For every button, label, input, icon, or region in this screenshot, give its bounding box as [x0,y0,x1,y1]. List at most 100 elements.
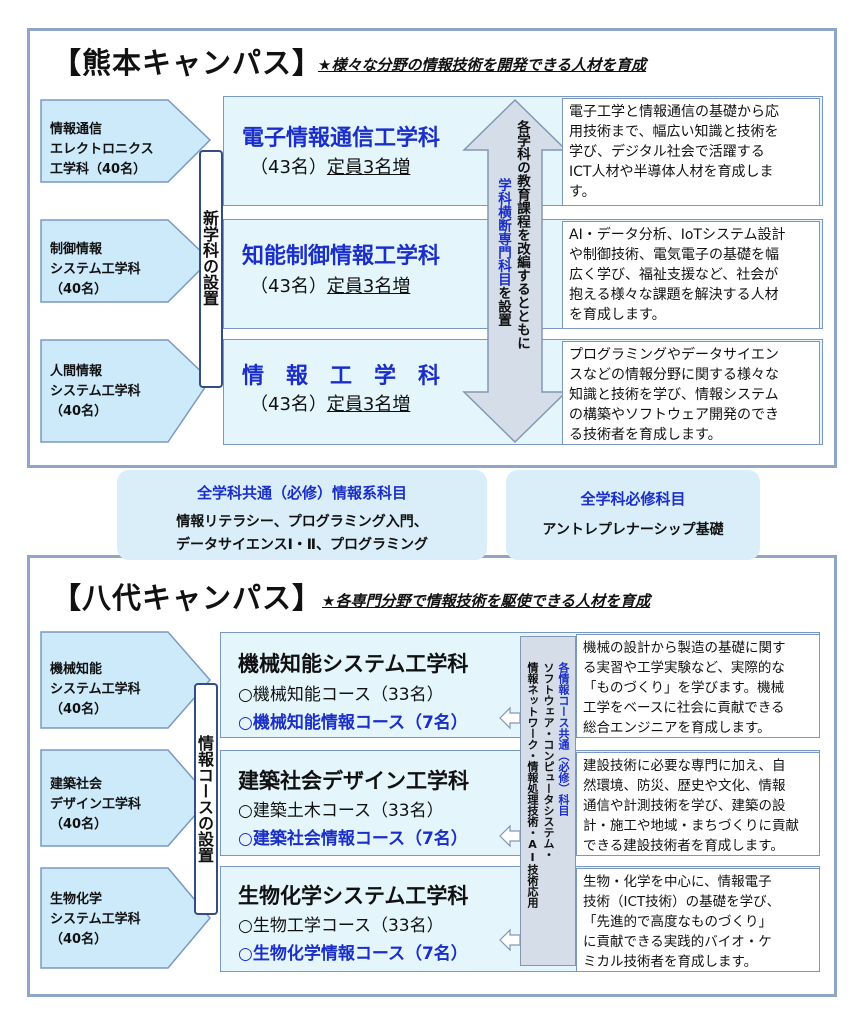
shared-course-subjects: ソフトウェア・コンピュータシステム・ [542,662,555,860]
former-dept-arrow [40,99,212,183]
desc-line: 電子工学と情報通信の基礎から応 [569,104,779,120]
shared-course-title: 各情報コース共通（必修）科目 [557,662,570,816]
desc-line: 広く学び、福祉支援など、社会が [569,267,779,283]
dept-capacity: （43名）定員3名増 [250,272,410,298]
dept-count: （43名） [250,157,327,178]
desc-line: 用技術まで、幅広い知識と技術を [569,124,779,140]
course-setup-bracket [194,683,218,915]
left-arrow-icon [499,824,521,848]
former-dept-line: （40名） [50,932,108,947]
desc-line: スなどの情報分野に関する様々な [569,367,779,383]
desc-line: や制御技術、電気電子の基礎を幅 [569,247,779,263]
desc-line: 知識と技術を学び、情報システム [569,387,779,403]
course-regular: ○建築土木コース（33名） [238,801,444,821]
desc-line: 建設技術に必要な専門に加え、自 [583,758,786,774]
former-dept-label: 建築社会 デザイン工学科 （40名） [50,775,141,835]
dept-name: 建築社会デザイン工学科 [238,769,469,793]
former-dept-arrow [40,339,211,443]
yatsushiro-campus-title: 【八代キャンパス】 [52,581,323,615]
course-info: ○生物化学情報コース（7名） [238,944,468,964]
desc-line: 「先進的で高度なものづくり」 [583,914,772,930]
new-dept-bracket [199,150,223,388]
former-dept-line: 人間情報 [50,364,103,379]
desc-line: 総合エンジニアを育成します。 [583,720,771,736]
new-dept-label: 新学科の設置 [200,210,219,306]
desc-line: 学び、デジタル社会で活躍する [569,144,765,160]
desc-line: 工学をベースに社会に貢献できる [583,700,785,716]
yatsushiro-campus-tagline: ★各専門分野で情報技術を駆使できる人材を育成 [322,592,651,610]
desc-line: 生物・化学を中心に、情報電子 [583,874,772,890]
former-dept-arrow [40,219,212,303]
former-dept-line: 生物化学 [50,892,103,907]
dept-increase: 定員3名増 [326,394,411,415]
common-info-title: 全学科共通（必修）情報系科目 [196,484,407,502]
desc-line: ICT人材や半導体人材を育成しま [569,164,774,180]
left-arrow-icon [499,706,521,730]
desc-line: 「ものづくり」を学びます。機械 [583,680,785,696]
desc-line: の構築やソフトウェア開発のでき [569,407,779,423]
former-dept-line: デザイン工学科 [50,797,142,812]
common-required-box: 全学科必修科目 アントレプレナーシップ基礎 [506,470,760,560]
former-dept-line: システム工学科 [50,262,141,277]
desc-line: AI・データ分析、IoTシステム設計 [569,227,786,243]
left-arrow-icon [499,928,521,952]
kumamoto-campus-title: 【熊本キャンパス】 [52,46,323,80]
common-info-line: データサイエンスⅠ・Ⅱ、プログラミング [175,537,428,553]
former-dept-label: 生物化学 システム工学科 （40名） [50,890,141,950]
dept-description: 生物・化学を中心に、情報電子 技術（ICT技術）の基礎を学び、 「先進的で高度な… [576,868,820,972]
dept-count: （43名） [250,276,327,297]
kumamoto-campus-tagline: ★様々な分野の情報技術を開発できる人材を育成 [318,56,647,74]
dept-name: 電子情報通信工学科 [242,126,441,151]
desc-line: 通信や計測技術を学び、建築の設 [583,798,786,814]
former-dept-line: 情報通信 [50,122,103,137]
desc-line: る実習や工学実験など、実際的な [583,660,785,676]
former-dept-line: 制御情報 [50,242,103,257]
former-dept-label: 情報通信 エレクトロニクス 工学科（40名） [50,120,154,180]
course-setup-label: 情報コースの設置 [195,735,214,863]
desc-line: 然環境、防災、歴史や文化、情報 [583,778,786,794]
former-dept-arrow [40,749,211,847]
desc-line: 機械の設計から製造の基礎に関す [583,640,786,656]
former-dept-label: 人間情報 システム工学科 （40名） [50,362,141,422]
desc-line: す。 [569,184,596,200]
reform-label-tail: を設置 [495,286,511,327]
dept-capacity: （43名）定員3名増 [250,153,410,179]
dept-name: 情 報 工 学 科 [242,364,441,389]
desc-line: できる建設技術者を育成します。 [583,838,784,854]
common-required-title: 全学科必修科目 [580,490,686,508]
dept-description: 電子工学と情報通信の基礎から応 用技術まで、幅広い知識と技術を 学び、デジタル社… [562,98,820,206]
reform-double-arrow [462,98,568,444]
course-regular: ○生物工学コース（33名） [238,916,444,936]
shared-course-column [520,636,576,966]
dept-increase: 定員3名増 [326,157,411,178]
dept-name: 生物化学システム工学科 [238,884,469,908]
desc-line: 技術（ICT技術）の基礎を学び、 [583,894,781,910]
former-dept-arrow [40,631,211,729]
dept-count: （43名） [250,394,327,415]
course-info: ○機械知能情報コース（7名） [238,713,468,733]
former-dept-line: システム工学科 [50,912,141,927]
desc-line: 計・施工や地域・まちづくりに貢献 [583,818,799,834]
former-dept-line: （40名） [50,404,108,419]
desc-line: に貢献できる実践的バイオ・ケ [583,934,772,950]
common-required-body: アントレプレナーシップ基礎 [542,522,724,538]
dept-description: 機械の設計から製造の基礎に関す る実習や工学実験など、実際的な 「ものづくり」を… [576,634,820,738]
reform-label-blue: 学科横断専門科目を設置 [494,178,512,327]
reform-label-blue-text: 学科横断専門科目 [495,178,511,286]
dept-name: 知能制御情報工学科 [242,244,441,269]
former-dept-line: 建築社会 [50,777,103,792]
former-dept-line: 工学科（40名） [50,162,147,177]
desc-line: プログラミングやデータサイエン [569,347,779,363]
former-dept-line: 機械知能 [50,662,103,677]
former-dept-line: （40名） [50,282,108,297]
former-dept-arrow [40,867,211,969]
desc-line: を育成します。 [569,307,666,323]
reform-label-black: 各学科の教育課程を改編するとともに [514,120,530,350]
course-info: ○建築社会情報コース（7名） [238,829,468,849]
dept-name: 機械知能システム工学科 [238,652,469,676]
yatsushiro-former-arrows [40,631,211,969]
desc-line: る技術者を育成します。 [569,427,722,443]
dept-description: 建設技術に必要な専門に加え、自 然環境、防災、歴史や文化、情報 通信や計測技術を… [576,752,820,856]
former-dept-line: エレクトロニクス [50,142,154,157]
dept-capacity: （43名）定員3名増 [250,390,410,416]
